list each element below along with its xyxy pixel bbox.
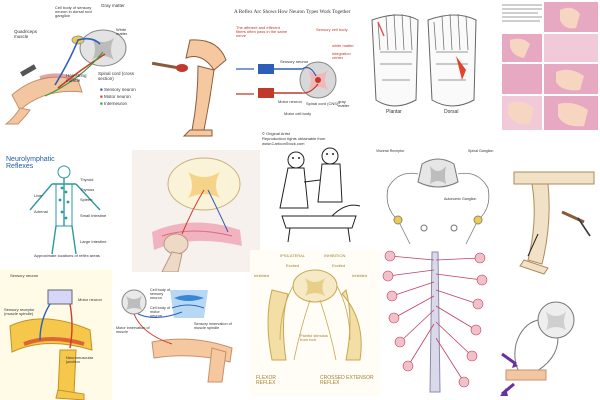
label-cell-body: Cell body of sensory neuron in dorsal ro… xyxy=(55,5,92,19)
label-small-intestine: Small Intestine xyxy=(80,213,107,218)
label-quadriceps: Quadriceps muscle xyxy=(14,29,38,39)
cartoon-site[interactable]: www.CartoonStock.com xyxy=(262,141,305,146)
label-hamstring: Hamstring muscle xyxy=(66,73,87,83)
tile-spinal-knee-pastel[interactable] xyxy=(132,150,260,272)
label-dorsal: Dorsal xyxy=(444,109,459,115)
label-flexor-reflex: FLEXOR REFLEX xyxy=(256,375,277,387)
label-gray-matter-arc: gray matter xyxy=(338,99,350,109)
tile-autonomic-reflex[interactable]: Visceral Receptor Spinal Ganglion Autono… xyxy=(374,148,502,254)
label-crossed-extensor: CROSSED EXTENSOR REFLEX xyxy=(320,375,374,387)
label-autonomic-ganglion: Autonomic Ganglion xyxy=(444,197,477,201)
label-motor-innervation: Motor innervation of muscle xyxy=(116,326,150,334)
neuron-arc-arrows xyxy=(492,284,600,400)
spinal-knee-pastel xyxy=(132,150,260,272)
neurolymphatic-body xyxy=(0,150,132,262)
label-inhibited-right: Inhibited xyxy=(352,273,368,278)
crossed-extensor-diagram xyxy=(250,250,380,396)
leg-hammer-right-illustration xyxy=(508,160,600,278)
label-sensory-cell-body: Sensory cell body xyxy=(316,27,348,32)
label-excited-right: Excited xyxy=(332,263,346,268)
label-liver: Liver xyxy=(34,193,43,198)
label-cell-body-sensory: Cell body of sensory neuron xyxy=(150,288,171,300)
cartoon-copyright: © Original Artist xyxy=(262,132,290,136)
label-spinal-cord-cns: Spinal cord (CNS) xyxy=(306,101,339,106)
label-integration-center: integration center xyxy=(332,51,351,61)
neurolymphatic-caption: Approximate locations of reflex areas xyxy=(34,253,100,258)
neurolymphatic-title: Neurolymphatic Reflexes xyxy=(6,156,55,171)
autonomic-reflex-diagram xyxy=(374,148,502,254)
tile-crossed-extensor[interactable]: IPSILATERAL INHIBITION Excited Excited I… xyxy=(250,250,380,396)
label-white-matter: White matter xyxy=(116,27,128,37)
label-afferent: The afferent and efferent fibers often p… xyxy=(236,25,288,39)
label-motor-neuron-arc: Motor neuron xyxy=(278,99,302,104)
label-painful-stimulus: Painful stimulus from foot xyxy=(300,333,329,343)
label-inhibited-left: Inhibited xyxy=(254,273,270,278)
label-large-intestine: Large Intestine xyxy=(80,239,107,244)
label-spinal-cord: Spinal cord (cross section) xyxy=(98,71,135,81)
label-white-matter-arc: white matter xyxy=(332,43,354,48)
label-excited-left: Excited xyxy=(286,263,300,268)
label-sensory-receptor: Sensory receptor (muscle spindle) xyxy=(4,307,35,317)
pink-textbook-page xyxy=(500,0,600,132)
label-motor-cell-body: Motor cell body xyxy=(284,111,312,116)
tile-pink-textbook[interactable] xyxy=(500,0,600,132)
tile-neurolymphatic[interactable]: Neurolymphatic Reflexes Thyroid Thymus L… xyxy=(0,150,132,262)
label-sensory-neuron-arc: Sensory neuron xyxy=(280,59,309,64)
tile-leg-hammer-right[interactable] xyxy=(508,160,600,278)
legend-sensory: ■ Sensory neuron xyxy=(100,87,136,92)
knee-spindle-illustration xyxy=(112,282,260,394)
label-spinal-ganglion: Spinal Ganglion xyxy=(468,149,494,153)
label-junction: Neuromuscular junction xyxy=(66,355,94,365)
reflex-arc-title: A Reflex Arc Shows How Neuron Types Work… xyxy=(234,9,351,15)
label-inhibition: INHIBITION xyxy=(324,253,346,258)
label-visceral-receptor: Visceral Receptor xyxy=(376,149,405,153)
label-adrenal: Adrenal xyxy=(34,209,48,214)
label-gray-matter: Gray matter xyxy=(101,3,125,8)
label-thymus: Thymus xyxy=(80,187,95,192)
knee-colored-illustration xyxy=(0,270,112,400)
tile-doctors-cartoon[interactable]: © Original Artist Reproduction rights ob… xyxy=(260,132,372,248)
doctors-cartoon-drawing xyxy=(260,132,372,248)
legend-inter: ■ Interneuron xyxy=(100,101,128,106)
foot-bones-illustration xyxy=(360,0,488,130)
label-spleen: Spleen xyxy=(80,197,93,202)
tile-cranial-nerves[interactable] xyxy=(380,246,490,396)
reflex-arc-diagram xyxy=(228,8,360,120)
label-sensory-neuron-knee: Sensory neuron xyxy=(10,273,39,278)
tile-knee-colored[interactable]: Sensory neuron Sensory receptor (muscle … xyxy=(0,270,112,400)
tile-knee-spindle[interactable]: Cell body of sensory neuron Cell body of… xyxy=(112,282,260,394)
tile-foot-bones[interactable]: Plantar Dorsal xyxy=(360,0,488,130)
label-sensory-innervation: Sensory innervation of muscle spindle xyxy=(194,322,232,330)
tile-neuron-arc-arrows[interactable] xyxy=(492,284,600,400)
label-cell-body-motor: Cell body of motor neuron xyxy=(150,306,171,318)
tile-reflex-arc[interactable]: A Reflex Arc Shows How Neuron Types Work… xyxy=(228,8,360,120)
legend-motor: ■ Motor neuron xyxy=(100,94,131,99)
knee-hammer-illustration xyxy=(140,30,230,140)
label-ipsilateral: IPSILATERAL xyxy=(280,253,306,258)
reflex-leg-illustration xyxy=(0,0,140,130)
tile-knee-hammer-cartoon[interactable] xyxy=(140,30,230,140)
label-plantar: Plantar xyxy=(386,109,402,115)
tile-reflex-leg[interactable]: Gray matter Cell body of sensory neuron … xyxy=(0,0,140,130)
cartoon-reproduction: Reproduction rights obtainable from xyxy=(262,136,326,141)
cranial-nerves-illustration xyxy=(380,246,490,396)
label-thyroid: Thyroid xyxy=(80,177,94,182)
label-motor-neuron-knee: Motor neuron xyxy=(78,297,102,302)
